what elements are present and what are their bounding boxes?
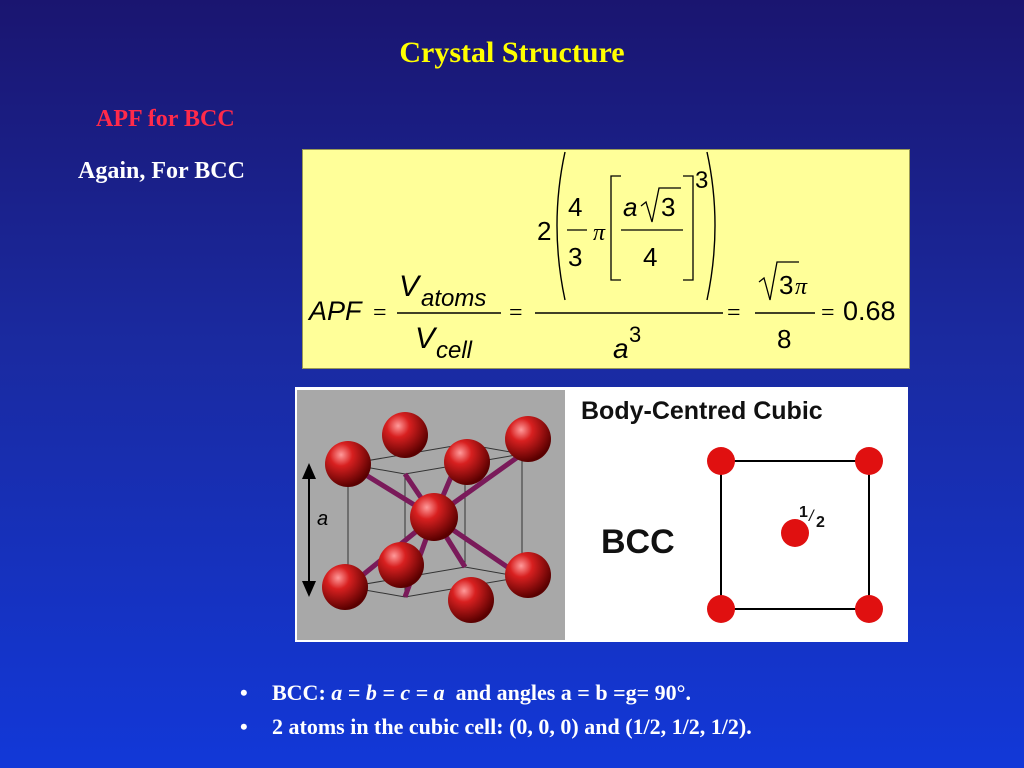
bcc-figure: a Body-Centred Cubic BCC 1 / 2: [295, 387, 908, 642]
bcc-label: BCC: [601, 523, 675, 561]
v-atoms-symbol: V: [399, 270, 422, 303]
corner-atom: [505, 416, 551, 462]
corner-atom: [382, 412, 428, 458]
corner-atom-2d: [855, 595, 883, 623]
bullet-1-prefix: BCC:: [272, 680, 332, 705]
slide-title: Crystal Structure: [399, 36, 625, 69]
result-sqrt-sign: [758, 261, 799, 301]
bullet-item-1: • BCC: a = b = c = a and angles a = b =g…: [240, 676, 1000, 710]
lattice-constant-label: a: [317, 508, 328, 530]
bullet-2-text: 2 atoms in the cubic cell: (0, 0, 0) and…: [272, 714, 752, 739]
apf-label: APF: [307, 296, 363, 326]
corner-atom-2d: [707, 447, 735, 475]
lattice-arrow: a: [302, 463, 328, 597]
center-atom-2d: [781, 519, 809, 547]
right-paren: [706, 151, 716, 301]
corner-atom: [444, 439, 490, 485]
bullet-1-suffix: and angles a = b =g= 90°.: [444, 680, 691, 705]
apf-result-value: 0.68: [843, 296, 896, 326]
half-label-num: 1: [799, 504, 808, 521]
equals-3: =: [727, 300, 741, 326]
corner-atom-2d: [855, 447, 883, 475]
atoms: [322, 412, 551, 623]
denominator-exponent: 3: [629, 322, 641, 347]
bullet-marker: •: [240, 714, 248, 739]
fraction-numerator: 4: [568, 192, 582, 222]
left-bracket: [610, 175, 621, 281]
intro-text: Again, For BCC: [78, 158, 245, 184]
sqrt-sign: [640, 187, 681, 223]
bullet-marker: •: [240, 680, 248, 705]
corner-atom-2d: [707, 595, 735, 623]
sqrt-three: 3: [661, 192, 675, 222]
fraction-denominator: 3: [568, 242, 582, 272]
corner-atom: [448, 577, 494, 623]
pi-symbol: π: [593, 220, 606, 246]
apf-formula: APF = V atoms V cell = 2 4 3 π a 3 4 3 a…: [307, 151, 896, 364]
right-bracket: [683, 175, 694, 281]
corner-atom: [325, 441, 371, 487]
body-center-atom: [410, 493, 458, 541]
bracket-exponent: 3: [695, 167, 708, 194]
v-cell-subscript: cell: [436, 337, 473, 364]
bullet-item-2: • 2 atoms in the cubic cell: (0, 0, 0) a…: [240, 710, 1000, 744]
slide-subtitle: APF for BCC: [96, 106, 235, 132]
cubic-cell-square: [720, 460, 870, 610]
denominator-a: a: [613, 333, 629, 364]
corner-atom: [378, 542, 424, 588]
corner-atom: [505, 552, 551, 598]
result-sqrt-three: 3: [779, 270, 793, 300]
bullet-list: • BCC: a = b = c = a and angles a = b =g…: [240, 676, 1000, 744]
figure-header: Body-Centred Cubic: [581, 397, 823, 425]
half-label-slash: /: [808, 508, 815, 525]
half-label-den: 2: [816, 514, 825, 531]
corner-atom: [322, 564, 368, 610]
bracket-denominator: 4: [643, 242, 657, 272]
apf-formula-box: APF = V atoms V cell = 2 4 3 π a 3 4 3 a…: [302, 149, 910, 369]
equals-2: =: [509, 300, 523, 326]
v-atoms-subscript: atoms: [421, 285, 486, 312]
equals-4: =: [821, 300, 835, 326]
v-cell-symbol: V: [415, 322, 438, 355]
equals-1: =: [373, 300, 387, 326]
bullet-1-equation: a = b = c = a: [331, 680, 445, 705]
result-pi: π: [795, 274, 808, 300]
result-denominator: 8: [777, 324, 791, 354]
bcc-figure-svg: a Body-Centred Cubic BCC 1 / 2: [297, 390, 883, 640]
left-paren: [556, 151, 566, 301]
a-symbol: a: [623, 192, 637, 222]
numerator-coefficient: 2: [537, 216, 551, 246]
